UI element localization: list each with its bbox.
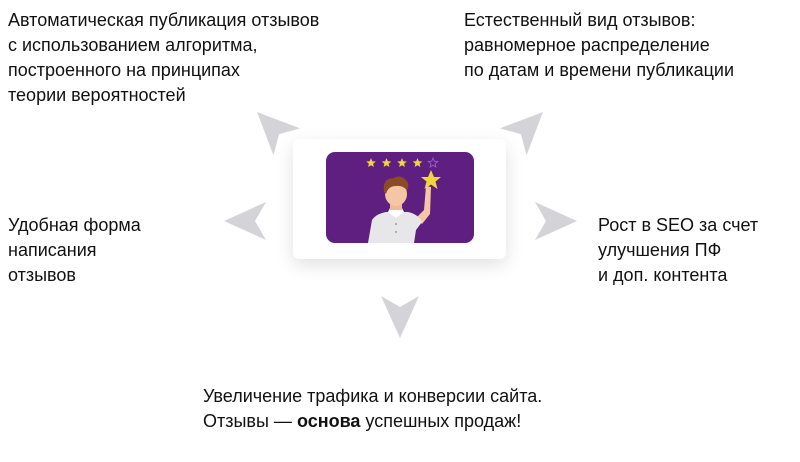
star-filled-icon (412, 158, 423, 167)
text-line: Отзывы — основа успешных продаж! (203, 409, 542, 434)
text-line: теории вероятностей (8, 85, 186, 105)
text-line: улучшения ПФ (598, 240, 722, 260)
rating-stars (366, 156, 439, 168)
arrow-right-icon (535, 202, 577, 240)
text-line: с использованием алгоритма, (8, 35, 258, 55)
big-star-icon (421, 170, 441, 189)
feature-traffic-conversion: Увеличение трафика и конверсии сайта. От… (203, 384, 542, 434)
text-line: Автоматическая публикация отзывов (8, 10, 320, 30)
arrow-left-icon (224, 202, 266, 240)
text-part: Отзывы — (203, 411, 297, 431)
person-rating-illustration (366, 156, 441, 243)
arrow-down-icon (381, 296, 419, 338)
star-empty-icon (427, 156, 439, 168)
feature-auto-publication: Автоматическая публикация отзывов с испо… (8, 8, 319, 108)
text-line: Естественный вид отзывов: (464, 10, 696, 30)
text-line: написания (8, 240, 97, 260)
text-line: построенного на принципах (8, 60, 240, 80)
star-filled-icon (381, 158, 392, 167)
text-line: равномерное распределение (464, 35, 710, 55)
arrow-up-right-icon (499, 112, 543, 156)
text-line: Увеличение трафика и конверсии сайта. (203, 386, 543, 406)
star-filled-icon (366, 158, 376, 167)
text-bold: основа (296, 411, 361, 431)
review-illustration-card (293, 139, 506, 259)
star-filled-icon (397, 158, 407, 167)
feature-natural-look: Естественный вид отзывов: равномерное ра… (464, 8, 734, 83)
feature-seo-growth: Рост в SEO за счет улучшения ПФ и доп. к… (598, 213, 758, 288)
text-line: Рост в SEO за счет (598, 215, 759, 235)
text-line: и доп. контента (598, 265, 728, 285)
text-line: по датам и времени публикации (464, 60, 735, 80)
review-illustration (326, 152, 474, 243)
text-line: отзывов (8, 265, 76, 285)
text-line: Удобная форма (8, 215, 141, 235)
text-part: успешных продаж! (360, 411, 522, 431)
feature-convenient-form: Удобная форма написания отзывов (8, 213, 141, 288)
arrow-up-left-icon (257, 112, 301, 156)
